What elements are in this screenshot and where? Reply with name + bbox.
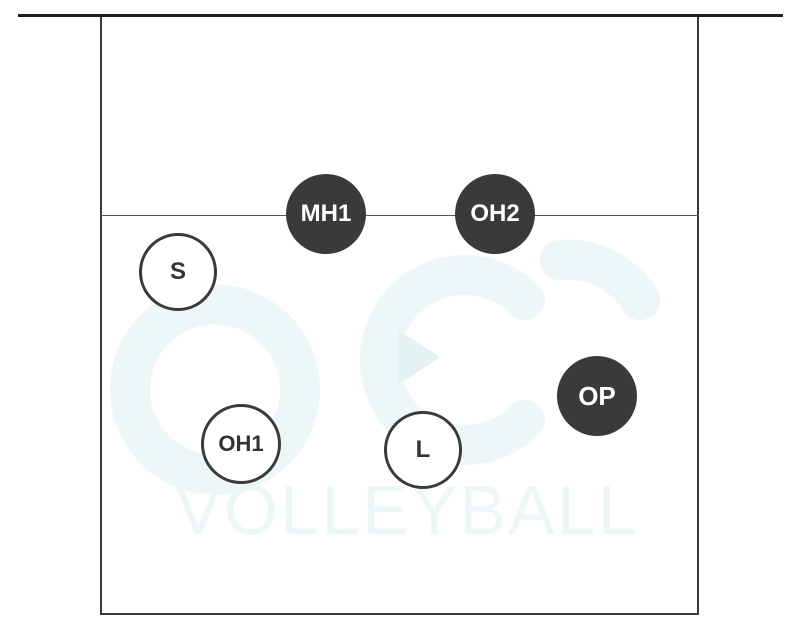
player-s[interactable]: S bbox=[139, 233, 217, 311]
player-mh1-label: MH1 bbox=[300, 200, 352, 227]
player-op[interactable]: OP bbox=[557, 356, 637, 436]
player-op-label: OP bbox=[578, 380, 616, 411]
player-oh2-label: OH2 bbox=[470, 200, 520, 227]
player-oh1-label: OH1 bbox=[218, 431, 264, 456]
player-mh1[interactable]: MH1 bbox=[286, 174, 366, 254]
player-l[interactable]: L bbox=[384, 411, 462, 489]
attack-line bbox=[100, 215, 699, 216]
net-line bbox=[18, 14, 783, 17]
player-l-label: L bbox=[415, 436, 431, 463]
court-boundary bbox=[100, 17, 699, 615]
player-oh1[interactable]: OH1 bbox=[201, 404, 281, 484]
player-s-label: S bbox=[169, 258, 186, 285]
player-oh2[interactable]: OH2 bbox=[455, 174, 535, 254]
